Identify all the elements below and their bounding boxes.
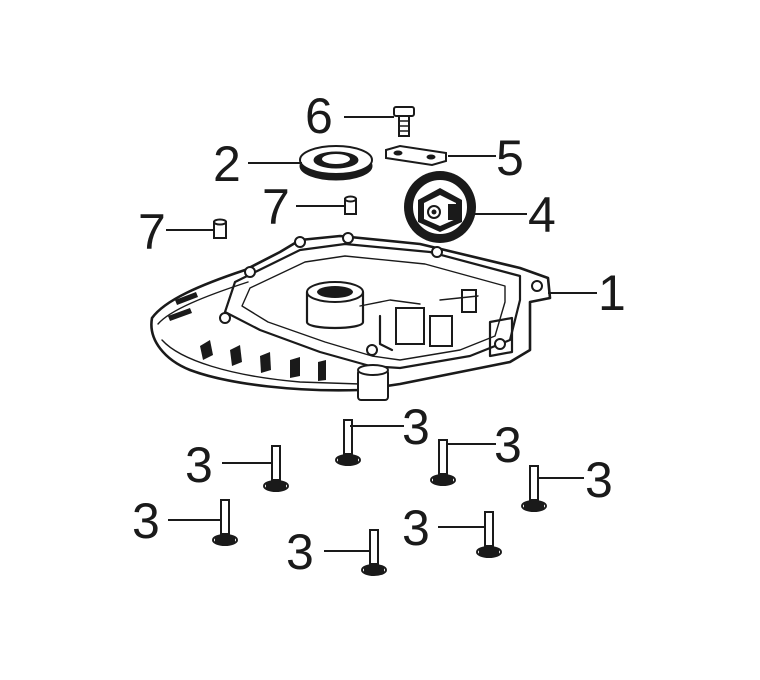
plate-icon [385, 144, 447, 167]
callout-7-left: 7 [138, 204, 166, 260]
crankcase-cover-icon [150, 232, 552, 401]
oil-seal-icon [299, 145, 373, 181]
flange-bolt-icon [521, 465, 547, 512]
callout-3: 3 [132, 493, 160, 549]
callout-7-upper: 7 [262, 179, 290, 235]
flange-bolt-icon [361, 529, 387, 576]
flange-bolt-icon [263, 445, 289, 492]
governor-gear-icon [404, 171, 476, 243]
callout-3: 3 [402, 500, 430, 556]
callout-3: 3 [185, 437, 213, 493]
dowel-pin-icon [344, 195, 357, 215]
callout-3: 3 [286, 524, 314, 580]
callout-3: 3 [494, 417, 522, 473]
callout-6: 6 [305, 88, 333, 144]
callout-4: 4 [528, 187, 556, 243]
callout-1: 1 [598, 265, 626, 321]
flange-bolt-icon [335, 419, 361, 466]
callout-2: 2 [213, 136, 241, 192]
flange-bolt-icon [476, 511, 502, 558]
callout-3: 3 [585, 452, 613, 508]
leader-lines [166, 116, 597, 552]
flange-bolt-icon [212, 499, 238, 546]
dowel-pin-icon [213, 218, 227, 239]
callout-5: 5 [496, 130, 524, 186]
callout-3: 3 [402, 399, 430, 455]
bolt-icon [393, 106, 415, 137]
flange-bolt-icon [430, 439, 456, 486]
